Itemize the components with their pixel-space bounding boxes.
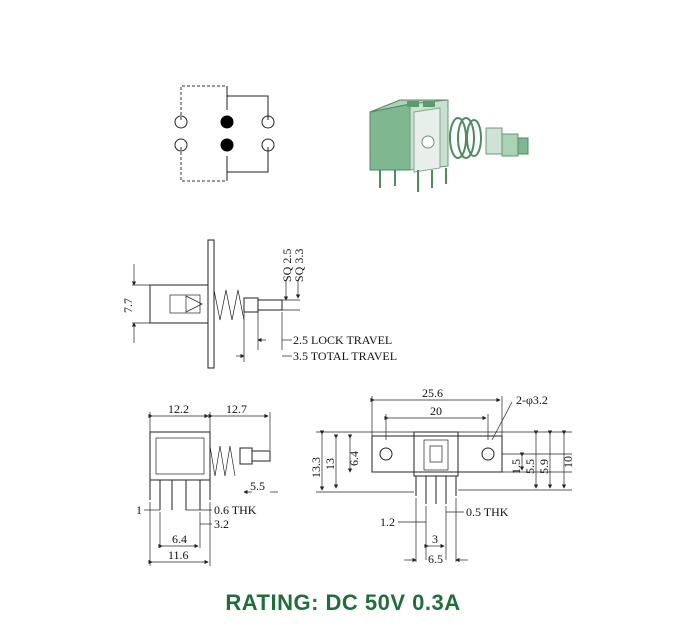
dim-gap: 3.2: [214, 517, 229, 531]
front-view: 12.2 12.7 5.5 1 0.6 THK 3.2 6.4 11.6: [136, 402, 278, 566]
dim-lock-travel: 2.5 LOCK TRAVEL: [293, 333, 392, 347]
dim-sq-small: SQ 2.5: [280, 249, 294, 282]
dim-height-body: 13: [323, 458, 337, 470]
dim-height-total: 13.3: [309, 457, 323, 478]
switch-schematic: [174, 85, 275, 182]
mounting-view: 25.6 20 2-φ3.2 13.3 13 6.4 1.5 5.5: [309, 386, 575, 566]
dim-total-width: 11.6: [168, 548, 189, 562]
dim-pin-pitch: 3: [432, 532, 438, 546]
contact-open: [261, 138, 275, 152]
dim-pin-span: 6.5: [428, 552, 443, 566]
dim-height-flange: 6.4: [347, 451, 361, 466]
dim-pin-span: 6.4: [172, 532, 187, 546]
dim-r3: 5.9: [537, 459, 551, 474]
dim-r2: 5.5: [523, 459, 537, 474]
contact-open: [261, 115, 275, 129]
dim-width-left: 12.2: [168, 402, 189, 416]
dim-r4: 10: [561, 456, 575, 468]
contact-open: [174, 138, 188, 152]
side-view: 7.7 SQ 2.5 SQ 3.3 2.5 LOCK TRAVEL 3.5 TO…: [121, 239, 397, 369]
rating-caption: RATING: DC 50V 0.3A: [225, 590, 461, 615]
dim-overall-length: 25.6: [422, 386, 443, 400]
switch-3d-render: [369, 99, 529, 192]
dim-stem: 5.5: [250, 479, 265, 493]
contact-common: [220, 115, 234, 129]
dim-hole-spacing: 20: [430, 404, 442, 418]
dim-height: 7.7: [121, 298, 135, 313]
dim-thickness: 0.6 THK: [214, 503, 257, 517]
dim-width-right: 12.7: [226, 402, 247, 416]
dim-pin-width: 1.2: [380, 515, 395, 529]
dim-hole-diameter: 2-φ3.2: [516, 393, 548, 407]
dim-pin-left: 1: [136, 503, 142, 517]
contact-common: [220, 138, 234, 152]
dim-pin-thickness: 0.5 THK: [466, 505, 509, 519]
dim-sq-large: SQ 3.3: [292, 249, 306, 282]
dim-total-travel: 3.5 TOTAL TRAVEL: [293, 349, 397, 363]
dim-r1: 1.5: [509, 459, 523, 474]
contact-open: [174, 115, 188, 129]
